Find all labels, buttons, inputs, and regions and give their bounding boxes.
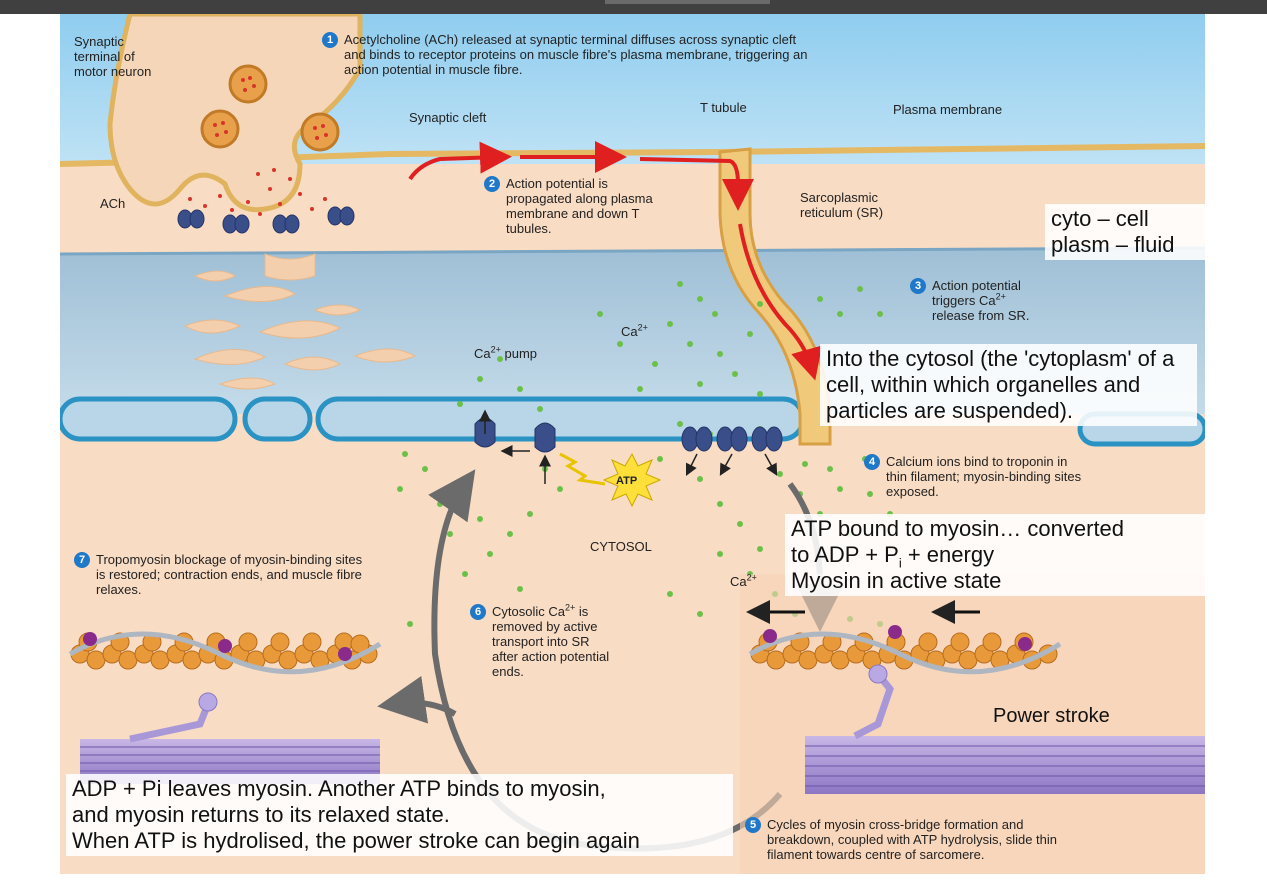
label-synaptic-cleft: Synaptic cleft	[409, 110, 487, 125]
label-ca-sr: Ca2+	[621, 322, 648, 339]
action-potential-arrows	[408, 141, 823, 381]
step-1-badge: 1	[322, 32, 338, 48]
thick-filament-active	[805, 664, 1205, 794]
step-2-badge: 2	[484, 176, 500, 192]
step-4-badge: 4	[864, 454, 880, 470]
muscle-contraction-diagram: Synaptic terminal of motor neuron Synapt…	[60, 14, 1205, 874]
note-cytosol-definition: Into the cytosol (the 'cytoplasm' of a c…	[820, 344, 1197, 426]
step-3-badge: 3	[910, 278, 926, 294]
synaptic-terminal	[107, 14, 363, 221]
step-5-badge: 5	[745, 817, 761, 833]
label-plasma-membrane: Plasma membrane	[893, 102, 1003, 117]
label-t-tubule: T tubule	[700, 100, 747, 115]
cycle-arrow-relax	[377, 676, 457, 724]
window-top-bar	[0, 0, 1267, 14]
ach-receptors	[177, 206, 355, 234]
label-synaptic-terminal: Synaptic terminal of motor neuron	[74, 34, 152, 79]
thin-filament-active	[748, 625, 1062, 675]
label-cytosol: CYTOSOL	[590, 539, 652, 554]
label-atp: ATP	[616, 475, 638, 487]
note-atp-bound: ATP bound to myosin… converted to ADP + …	[785, 514, 1205, 596]
label-ach: ACh	[100, 196, 126, 211]
note-power-stroke: Power stroke	[993, 705, 1110, 727]
label-sarcoplasmic-reticulum: Sarcoplasmic reticulum (SR)	[800, 190, 884, 220]
sr-membrane-top	[60, 246, 1205, 256]
atp-starburst	[559, 452, 662, 508]
power-stroke-region	[740, 574, 1205, 874]
step-7-badge: 7	[74, 552, 90, 568]
note-cyto-plasm: cyto – cell plasm – fluid	[1045, 204, 1205, 260]
top-bar-tab	[605, 0, 770, 4]
note-adp-pi: ADP + Pi leaves myosin. Another ATP bind…	[66, 774, 733, 856]
step-6-badge: 6	[470, 604, 486, 620]
label-ca-cytosol: Ca2+	[730, 572, 757, 589]
label-ca-pump: Ca2+ pump	[474, 344, 538, 361]
sr-cisternae	[183, 253, 417, 390]
diagram-graphic	[60, 14, 1205, 874]
thin-filament-relaxed	[68, 631, 382, 675]
pump-arrows	[479, 409, 778, 484]
